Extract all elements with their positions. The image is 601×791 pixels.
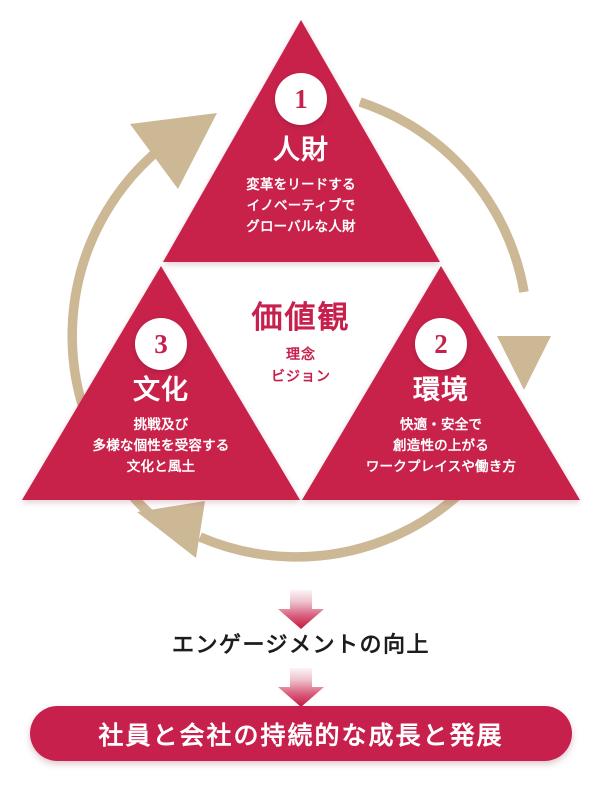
outcome-pill[interactable]: 社員と会社の持続的な成長と発展 [30, 706, 572, 761]
arc-to-environment [358, 97, 551, 390]
segment-title-environment: 環境 [413, 375, 469, 405]
triangle-people[interactable] [163, 20, 440, 262]
segment-number-3: 3 [135, 318, 187, 370]
segment-title-culture: 文化 [133, 375, 189, 405]
segment-description-culture: 挑戦及び 多様な個性を受容する 文化と風土 [92, 417, 230, 474]
triangle-culture[interactable] [22, 266, 300, 500]
flow-arrow-top [278, 590, 324, 629]
segment-title-people: 人財 [273, 135, 329, 165]
segment-number-2: 2 [415, 318, 467, 370]
segment-description-people: 変革をリードする イノベーティブで グローバルな人財 [246, 177, 356, 234]
center-subtitle: 理念 ビジョン [271, 346, 331, 385]
outcome-label: 社員と会社の持続的な成長と発展 [98, 721, 504, 750]
engagement-label: エンゲージメントの向上 [171, 632, 431, 657]
flow-arrow-bottom [278, 668, 324, 707]
center-title: 価値観 [251, 300, 351, 335]
segment-number-1: 1 [275, 73, 327, 125]
segment-description-environment: 快適・安全で 創造性の上がる ワークプレイスや働き方 [365, 417, 517, 474]
triangle-environment[interactable] [302, 266, 580, 500]
